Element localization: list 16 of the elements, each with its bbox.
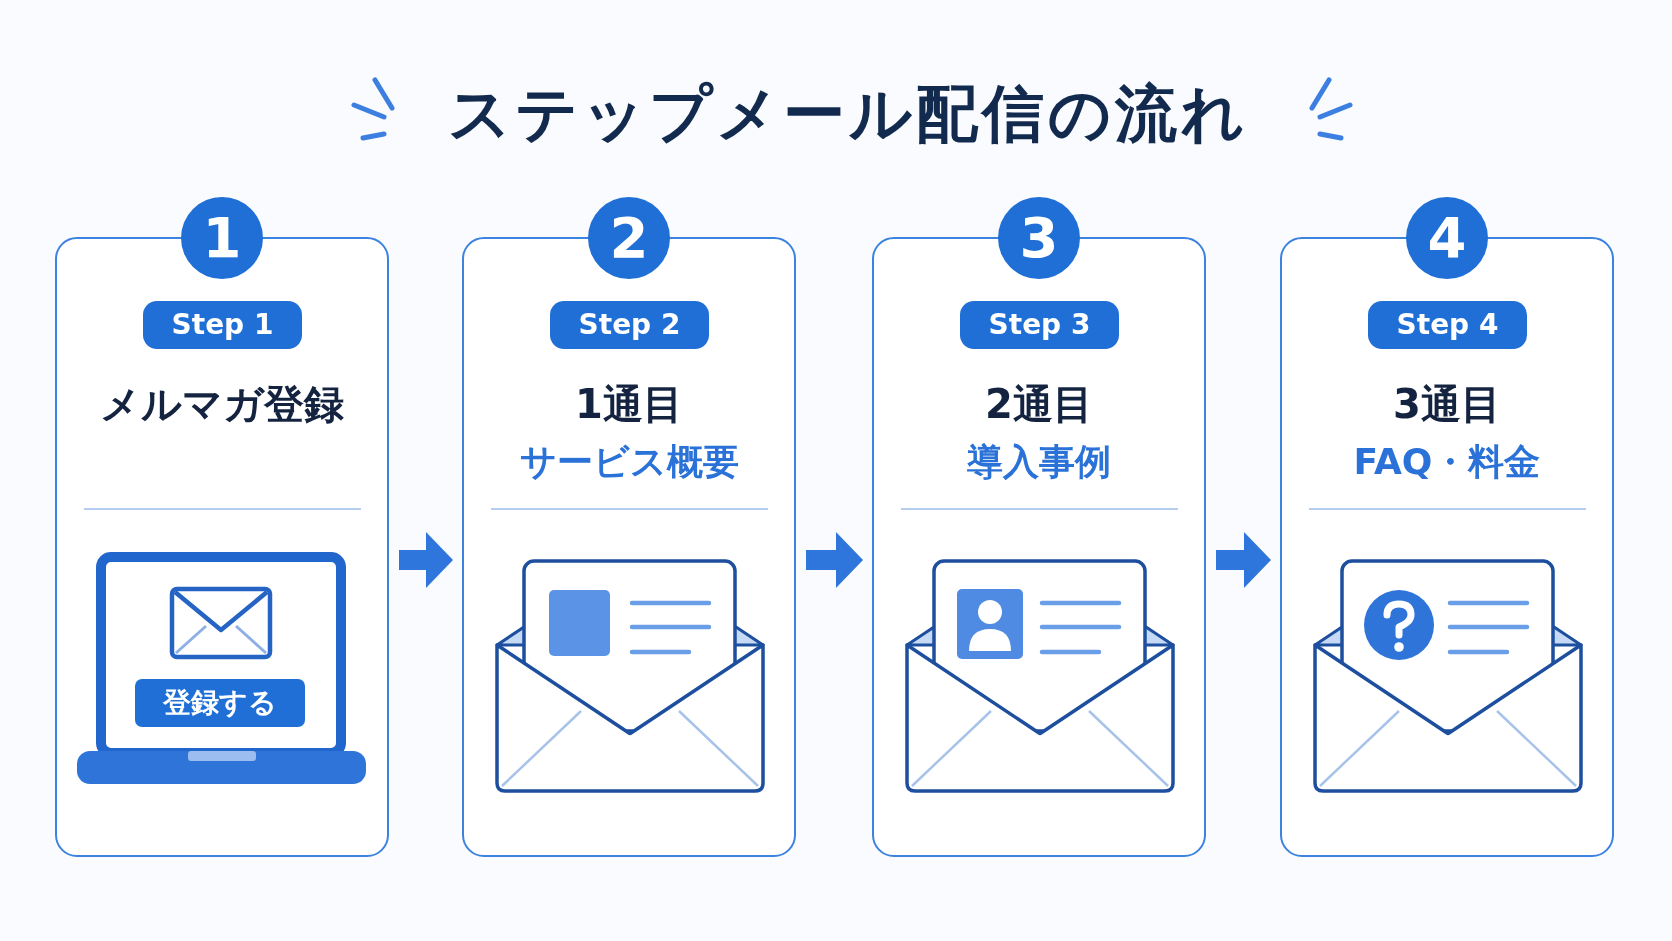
title: ステップメール配信の流れ: [448, 78, 1248, 150]
step-heading: 1通目: [575, 380, 683, 428]
step-pill: Step 1: [143, 301, 302, 349]
step-heading: メルマガ登録: [100, 380, 344, 428]
step-subtitle: FAQ・料金: [1353, 440, 1541, 484]
arrow: [399, 532, 453, 588]
step-pill: Step 3: [960, 301, 1119, 349]
arrow: [806, 532, 863, 588]
step-subtitle: サービス概要: [519, 440, 739, 484]
register-button: 登録する: [135, 679, 305, 727]
arrow: [1216, 532, 1271, 588]
step-subtitle: 導入事例: [967, 440, 1111, 484]
step-heading: 2通目: [985, 380, 1093, 428]
step-heading: 3通目: [1393, 380, 1501, 428]
step-pill: Step 2: [550, 301, 709, 349]
step-pill: Step 4: [1368, 301, 1527, 349]
